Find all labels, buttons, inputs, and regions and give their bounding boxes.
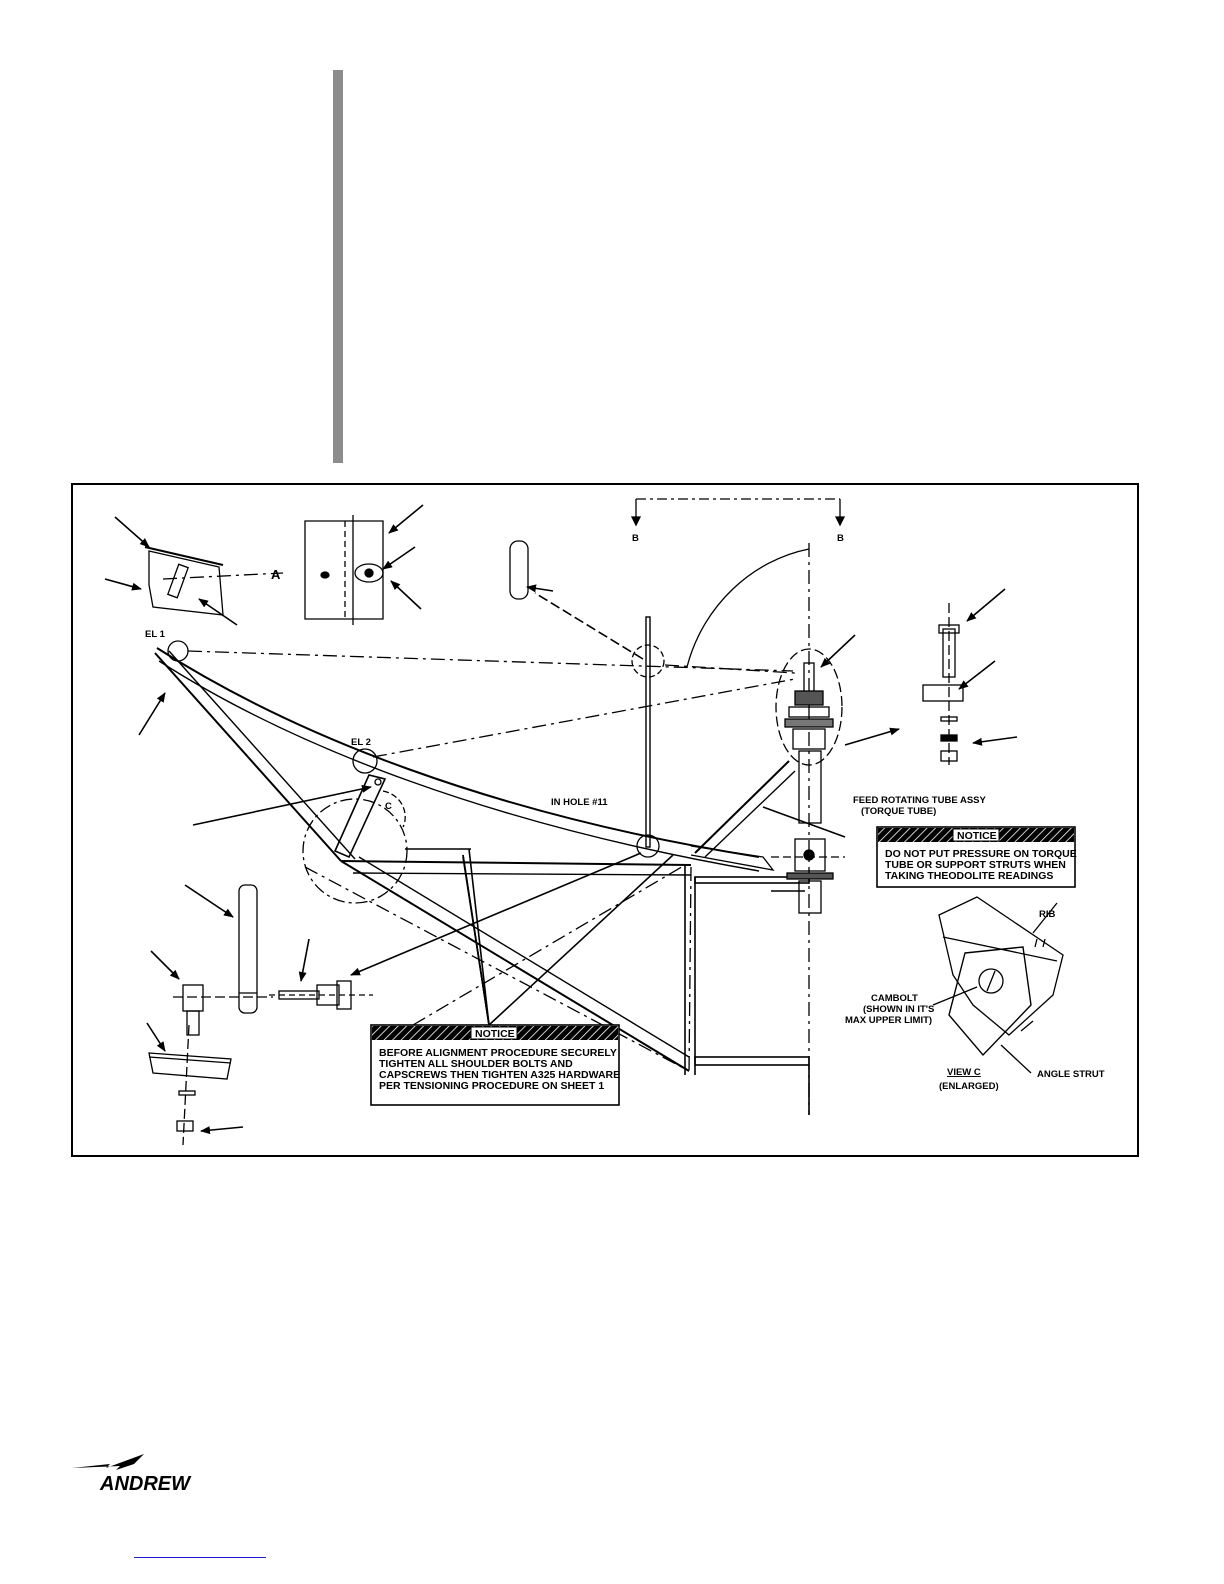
el1-label: EL 1 (145, 629, 166, 640)
exploded-hardware-left (148, 884, 373, 1146)
notice-torque-line-2: TUBE OR SUPPORT STRUTS WHEN (885, 859, 1066, 871)
notice-torque-line-1: DO NOT PUT PRESSURE ON TORQUE (885, 848, 1077, 860)
notice-alignment-line-2: TIGHTEN ALL SHOULDER BOLTS AND (379, 1058, 573, 1070)
view-c-subtitle: (ENLARGED) (939, 1081, 999, 1092)
lower-strut (154, 650, 690, 1072)
view-c-title: VIEW C (947, 1067, 981, 1078)
cambolt-label-1: CAMBOLT (871, 993, 918, 1004)
section-label-right: B (837, 533, 844, 544)
gray-vertical-bar (333, 70, 343, 463)
section-label-left: B (632, 533, 639, 544)
sight-lines (162, 572, 796, 1076)
notice-torque-line-3: TAKING THEODOLITE READINGS (885, 870, 1053, 882)
notice-torque-title: NOTICE (957, 830, 997, 842)
notice-alignment-line-4: PER TENSIONING PROCEDURE ON SHEET 1 (379, 1080, 604, 1092)
cambolt-label-3: MAX UPPER LIMIT) (845, 1015, 932, 1026)
assembly-diagram-frame: B B EL 1 EL 2 C IN HOLE #11 FEED ROTATIN… (71, 483, 1139, 1157)
el1-circle (167, 640, 189, 662)
view-c-marker-label: C (385, 801, 392, 812)
leader-arrows (104, 504, 1018, 1135)
angle-strut-label: ANGLE STRUT (1037, 1069, 1105, 1080)
andrew-logo: ANDREW (70, 1452, 220, 1503)
detail-a-bracket (144, 546, 224, 616)
section-b-marker (630, 498, 846, 527)
notice-box-torque (876, 826, 1076, 888)
detail-a-label: A (271, 567, 281, 582)
notice-alignment-line-3: CAPSCREWS THEN TIGHTEN A325 HARDWARE (379, 1069, 620, 1081)
el2-circle (352, 748, 378, 774)
rib-label: RIB (1039, 909, 1056, 920)
theodolite-rod (645, 616, 651, 848)
assembly-diagram: B B EL 1 EL 2 C IN HOLE #11 FEED ROTATIN… (104, 498, 1105, 1146)
mount-frame (684, 865, 810, 1115)
detail-c-circle (302, 798, 408, 904)
detail-a-enlarged (304, 515, 384, 625)
notice-alignment-line-1: BEFORE ALIGNMENT PROCEDURE SECURELY (379, 1047, 617, 1059)
torque-tube-assy (771, 648, 845, 914)
logo-text: ANDREW (99, 1473, 192, 1495)
in-hole-label: IN HOLE #11 (551, 797, 608, 808)
cambolt-label-2: (SHOWN IN IT'S (863, 1004, 934, 1015)
notice-box-alignment (370, 1024, 620, 1106)
feed-tube-label-2: (TORQUE TUBE) (861, 806, 936, 817)
exploded-hardware-right (922, 603, 964, 765)
angle-strut (333, 774, 387, 859)
swing-arc (686, 548, 810, 668)
tube-piece (509, 540, 529, 600)
notice-alignment-title: NOTICE (475, 1028, 515, 1040)
el2-label: EL 2 (351, 737, 371, 748)
footer-rule (134, 1557, 266, 1558)
feed-tube-label-1: FEED ROTATING TUBE ASSY (853, 795, 986, 806)
view-c-detail (932, 896, 1064, 1074)
